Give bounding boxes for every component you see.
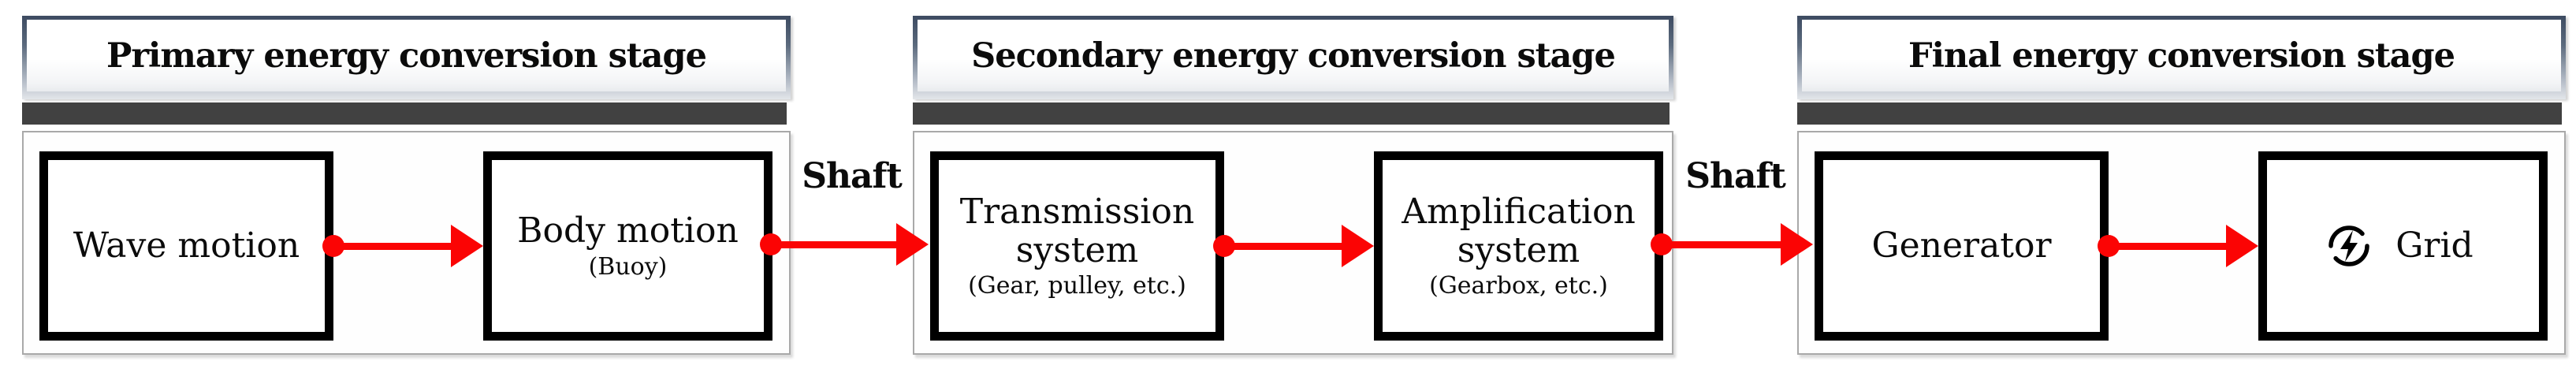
node-body-motion: Body motion (Buoy): [483, 151, 772, 341]
shaft-label: Shaft: [1685, 156, 1786, 196]
node-sublabel: (Gearbox, etc.): [1429, 271, 1608, 300]
node-label: Body motion: [517, 210, 739, 251]
node-label: Transmission system: [959, 192, 1195, 270]
shaft-flow-arrow: [1651, 223, 1813, 266]
node-amplification-system: Amplification system (Gearbox, etc.): [1374, 151, 1663, 341]
stage-title: Secondary energy conversion stage: [971, 35, 1616, 76]
node-grid: Grid: [2258, 151, 2548, 341]
flow-arrow: [2098, 225, 2258, 267]
flow-arrow: [322, 225, 483, 267]
stage-header-frame: Primary energy conversion stage: [22, 16, 791, 99]
stage-content-box: Generator Grid: [1797, 131, 2566, 355]
stage-header-frame: Final energy conversion stage: [1797, 16, 2566, 99]
shaft-label: Shaft: [802, 156, 903, 196]
header-underline-bar: [1797, 102, 2562, 125]
stage-title: Primary energy conversion stage: [106, 35, 707, 76]
arrow-head: [1342, 225, 1374, 267]
node-label: Generator: [1871, 225, 2052, 266]
node-transmission-system: Transmission system (Gear, pulley, etc.): [930, 151, 1224, 341]
arrow-dot: [1651, 233, 1673, 255]
flow-arrow: [1213, 225, 1374, 267]
arrow-line: [1670, 240, 1783, 248]
stage-content-box: Transmission system (Gear, pulley, etc.)…: [913, 131, 1673, 355]
stage-header: Secondary energy conversion stage: [918, 20, 1669, 91]
arrow-dot: [760, 233, 782, 255]
arrow-head: [896, 223, 929, 266]
energy-bolt-icon: [2328, 225, 2370, 266]
node-sublabel: (Gear, pulley, etc.): [968, 271, 1186, 300]
stage-title: Final energy conversion stage: [1908, 35, 2455, 76]
stage-header: Primary energy conversion stage: [27, 20, 786, 91]
stage-panel-secondary: Secondary energy conversion stage Transm…: [913, 16, 1673, 355]
shaft-flow-arrow: [760, 223, 929, 266]
stage-panel-primary: Primary energy conversion stage Wave mot…: [22, 16, 791, 355]
stage-header-frame: Secondary energy conversion stage: [913, 16, 1673, 99]
node-label: Grid: [2395, 225, 2474, 266]
stage-panel-final: Final energy conversion stage Generator …: [1797, 16, 2566, 355]
arrow-dot: [322, 235, 344, 257]
arrow-dot: [1213, 235, 1235, 257]
arrow-line: [1233, 242, 1344, 250]
node-sublabel: (Buoy): [588, 252, 668, 281]
arrow-head: [451, 225, 483, 267]
stage-header: Final energy conversion stage: [1802, 20, 2561, 91]
arrow-dot: [2098, 235, 2120, 257]
arrow-head: [2226, 225, 2258, 267]
arrow-line: [780, 240, 899, 248]
stage-content-box: Wave motion Body motion (Buoy): [22, 131, 791, 355]
header-underline-bar: [913, 102, 1670, 125]
node-label: Wave motion: [73, 225, 300, 266]
arrow-line: [2117, 242, 2228, 250]
header-underline-bar: [22, 102, 787, 125]
node-wave-motion: Wave motion: [39, 151, 333, 341]
arrow-line: [342, 242, 453, 250]
node-generator: Generator: [1815, 151, 2109, 341]
arrow-head: [1781, 223, 1813, 266]
node-label: Amplification system: [1402, 192, 1636, 270]
